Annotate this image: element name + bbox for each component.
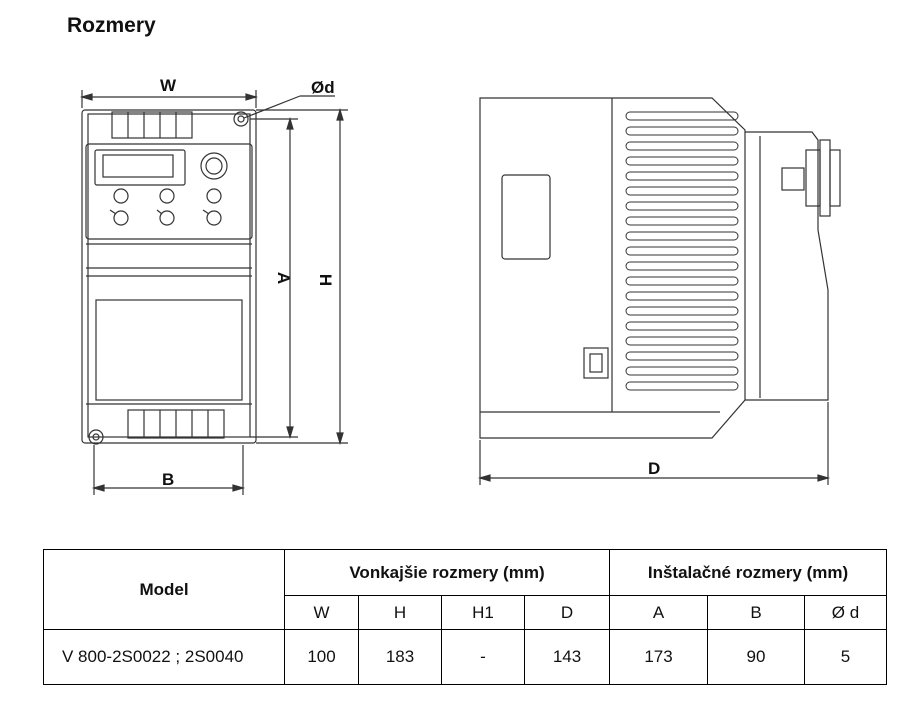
page-title: Rozmery	[67, 14, 156, 37]
col-w: W	[284, 595, 359, 630]
col-h1: H1	[441, 595, 525, 630]
cell-w: 100	[284, 629, 359, 685]
dim-label-h: H	[316, 274, 335, 286]
cell-b: 90	[707, 629, 805, 685]
dim-label-d: D	[648, 459, 660, 478]
dimensions-table: Model Vonkajšie rozmery (mm) Inštalačné …	[43, 549, 887, 685]
dim-label-hole-diameter: Ød	[311, 78, 335, 97]
header-model: Model	[43, 549, 285, 630]
dim-label-b: B	[162, 470, 174, 489]
cell-model: V 800-2S0022 ; 2S0040	[43, 629, 285, 685]
dimension-drawing: W Ød A H B D	[79, 76, 841, 495]
col-b: B	[707, 595, 805, 630]
cell-hole-diameter: 5	[804, 629, 887, 685]
col-hole-diameter: Ø d	[804, 595, 887, 630]
table-row: V 800-2S0022 ; 2S0040 100 183 - 143 173 …	[43, 629, 887, 685]
header-install-dimensions: Inštalačné rozmery (mm)	[609, 549, 887, 596]
dim-label-a: A	[274, 272, 293, 284]
dim-label-w: W	[160, 76, 177, 95]
cell-d: 143	[524, 629, 610, 685]
cell-h1: -	[441, 629, 525, 685]
col-d: D	[524, 595, 610, 630]
cell-h: 183	[358, 629, 442, 685]
cell-a: 173	[609, 629, 708, 685]
col-a: A	[609, 595, 708, 630]
col-h: H	[358, 595, 442, 630]
header-outer-dimensions: Vonkajšie rozmery (mm)	[284, 549, 610, 596]
